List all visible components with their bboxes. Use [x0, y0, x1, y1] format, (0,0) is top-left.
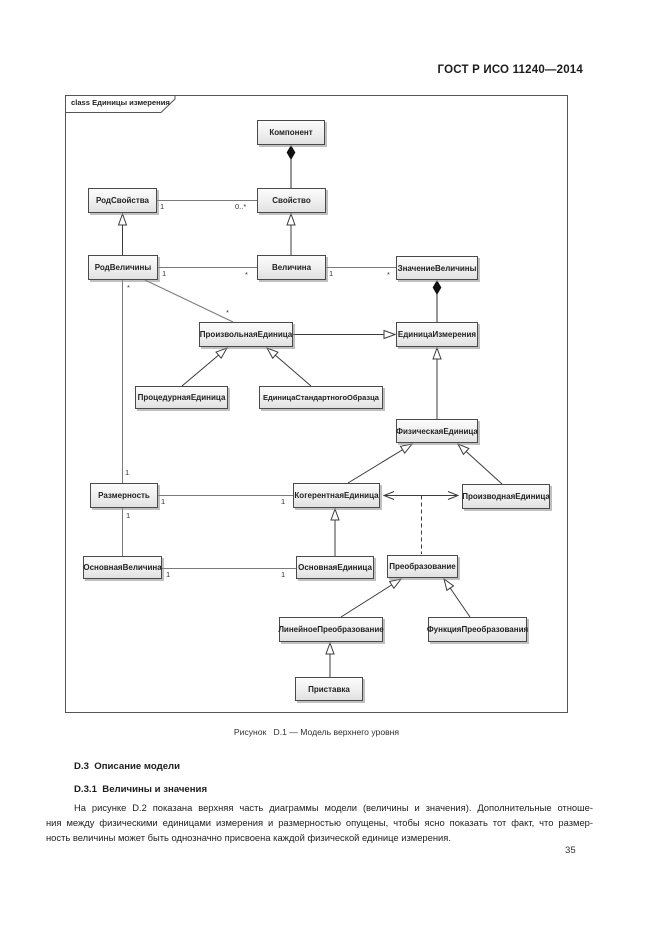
diagram-frame [65, 95, 568, 713]
multiplicity-label: * [387, 270, 390, 279]
class-preobrazovanie: Преобразование [387, 555, 458, 578]
class-edinitsa-izmereniya: ЕдиницаИзмерения [396, 322, 478, 347]
paragraph-line: На рисунке D.2 показана верхняя часть ди… [74, 802, 593, 813]
class-znachenie-velichiny: ЗначениеВеличины [396, 256, 478, 280]
class-fizicheskaya-edinitsa: ФизическаяЕдиница [396, 419, 478, 443]
directed-association-links [382, 491, 460, 554]
multiplicity-label: 1 [281, 497, 286, 506]
diagram-frame-label: class Единицы измерения [71, 98, 170, 107]
class-velichina: Величина [257, 255, 326, 280]
class-rod-velichiny: РодВеличины [88, 255, 158, 280]
multiplicity-label: 1 [166, 570, 171, 579]
class-edinitsa-standartnogo-obraztsa: ЕдиницаСтандартногоОбразца [259, 386, 383, 409]
multiplicity-label: 1 [161, 497, 166, 506]
subsection-heading: D.3.1 Величины и значения [74, 784, 208, 795]
class-funktsiya-preobrazovaniya: ФункцияПреобразования [427, 617, 528, 642]
multiplicity-label: 1 [281, 570, 286, 579]
page-number: 35 [565, 845, 576, 856]
class-linejnoe-preobrazovanie: ЛинейноеПреобразование [278, 617, 384, 642]
multiplicity-label: * [245, 270, 248, 279]
class-rod-svojstva: РодСвойства [88, 188, 157, 213]
generalization-links [117, 212, 503, 677]
class-protsedurnaya-edinitsa: ПроцедурнаяЕдиница [135, 386, 228, 409]
class-proizvodnaya-edinitsa: ПроизводнаяЕдиница [462, 484, 550, 509]
class-kogerentnaya-edinitsa: КогерентнаяЕдиница [293, 483, 380, 508]
class-razmernost: Размерность [90, 483, 158, 508]
multiplicity-label: 1 [126, 511, 131, 520]
section-heading: D.3 Описание модели [74, 761, 181, 772]
multiplicity-label: 1 [329, 269, 334, 278]
class-pristavka: Приставка [295, 677, 363, 701]
class-proizvolnaya-edinitsa: ПроизвольнаяЕдиница [199, 322, 293, 347]
body-paragraph: На рисунке D.2 показана верхняя часть ди… [46, 800, 593, 845]
document-header: ГОСТ Р ИСО 11240—2014 [437, 64, 583, 76]
multiplicity-label: 1 [162, 269, 167, 278]
multiplicity-label: * [127, 283, 130, 292]
multiplicity-label: 0..* [235, 202, 247, 211]
association-links [122, 200, 396, 569]
multiplicity-label: * [226, 308, 229, 317]
class-komponent: Компонент [257, 120, 325, 145]
multiplicity-label: 1 [125, 468, 130, 477]
figure-caption: Рисунок D.1 — Модель верхнего уровня [233, 727, 400, 737]
paragraph-line: ния между физическими единицами измерени… [46, 817, 593, 828]
class-osnovnaya-velichina: ОсновнаяВеличина [83, 556, 162, 579]
multiplicity-label: 1 [160, 202, 165, 211]
class-osnovnaya-edinitsa: ОсновнаяЕдиница [296, 556, 374, 579]
paragraph-line: ность величины может быть однозначно при… [46, 832, 451, 843]
composition-links [286, 145, 442, 322]
class-svojstvo: Свойство [257, 188, 326, 213]
